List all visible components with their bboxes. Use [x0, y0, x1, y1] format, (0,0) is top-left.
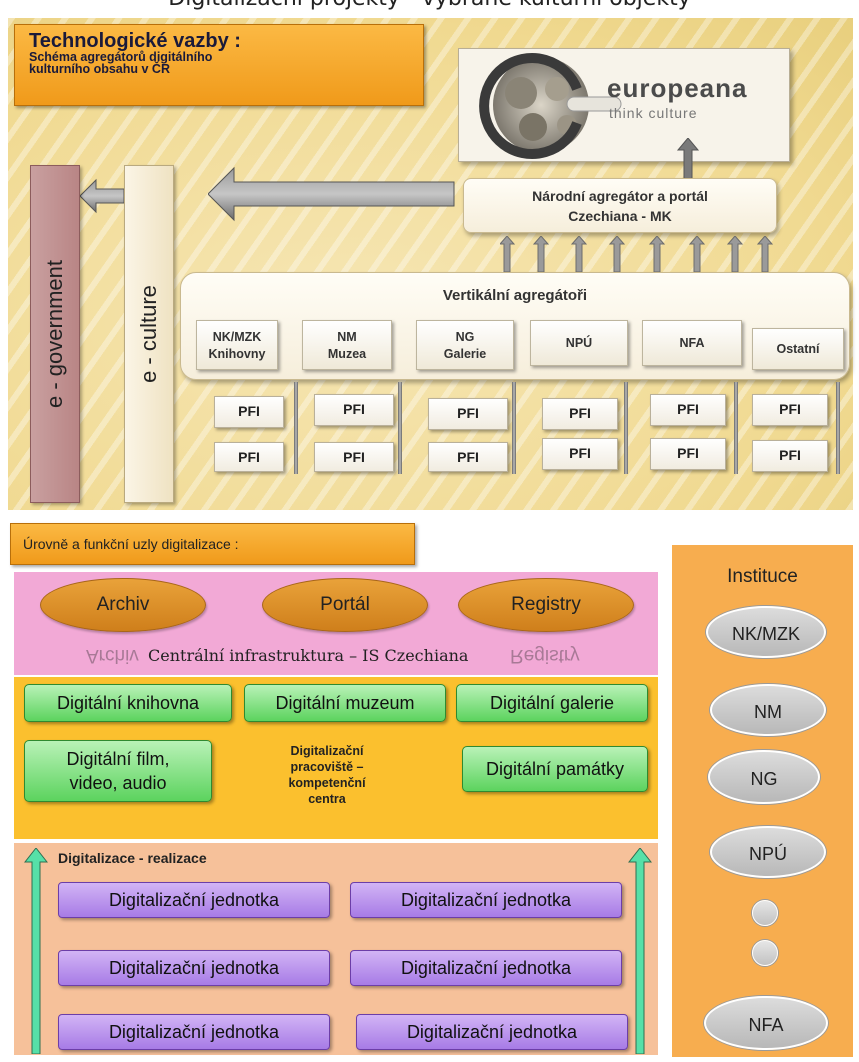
aggregator-npu-line1: NPÚ: [565, 336, 593, 350]
competence-line3: kompetenční: [288, 776, 366, 790]
institutions-title: Instituce: [727, 566, 798, 587]
aggregator-nm: NM Muzea: [302, 320, 392, 370]
vertical-aggregators-title: Vertikální agregátoři: [442, 287, 588, 304]
digital-gallery-box: Digitální galerie: [456, 684, 648, 722]
digitization-unit-box: Digitalizační jednotka: [356, 1014, 628, 1050]
digitization-unit-box: Digitalizační jednotka: [58, 882, 330, 918]
digitization-unit-box: Digitalizační jednotka: [58, 950, 330, 986]
pfi-box: PFI: [542, 438, 618, 470]
competence-centres-label: Digitalizační pracoviště – kompetenční c…: [252, 743, 402, 807]
national-aggregator-line1: Národní agregátor a portál: [532, 188, 708, 204]
europeana-tagline: think culture: [609, 105, 698, 121]
portal-oval: Portál: [262, 578, 428, 632]
aggregator-nk-mzk: NK/MZK Knihovny: [196, 320, 278, 370]
left-arrow-icon: [208, 166, 455, 222]
aggregator-ostatni-line1: Ostatní: [776, 342, 820, 356]
institution-npu: NPÚ: [710, 826, 826, 878]
digital-monuments-box: Digitální památky: [462, 746, 648, 792]
registry-reflection: Registry: [510, 645, 580, 666]
up-arrows-row-icon: [500, 236, 774, 272]
digitization-unit-box: Digitalizační jednotka: [58, 1014, 330, 1050]
digitization-unit-box: Digitalizační jednotka: [350, 950, 622, 986]
europeana-logo-box: europeana think culture: [458, 48, 790, 162]
institution-nfa: NFA: [704, 996, 828, 1050]
aggregator-ng-line2: Galerie: [443, 347, 487, 361]
green-up-arrow-right-icon: [628, 848, 652, 1054]
pfi-box: PFI: [428, 398, 508, 430]
archiv-oval: Archiv: [40, 578, 206, 632]
institution-nm: NM: [710, 684, 826, 736]
pfi-connector: [836, 382, 840, 474]
national-aggregator-line2: Czechiana - MK: [568, 208, 672, 224]
aggregator-nk-mzk-line1: NK/MZK: [212, 330, 262, 344]
competence-line4: centra: [308, 792, 346, 806]
ellipsis-dot: [752, 940, 778, 966]
institution-nk-mzk: NK/MZK: [706, 606, 826, 658]
e-culture-label: e - culture: [136, 285, 161, 383]
pfi-connector: [734, 382, 738, 474]
digital-library-box: Digitální knihovna: [24, 684, 232, 722]
digital-film-line1: Digitální film,: [66, 749, 170, 769]
pfi-box: PFI: [752, 440, 828, 472]
pfi-connector: [512, 382, 516, 474]
digital-museum-box: Digitální muzeum: [244, 684, 446, 722]
aggregator-npu: NPÚ: [530, 320, 628, 366]
competence-line1: Digitalizační: [290, 744, 364, 758]
aggregator-nfa: NFA: [642, 320, 742, 366]
digital-film-line2: video, audio: [69, 773, 167, 793]
europeana-logo-icon: [479, 53, 622, 159]
vertical-aggregators-box: Vertikální agregátoři: [180, 272, 850, 380]
pfi-connector: [398, 382, 402, 474]
pfi-box: PFI: [314, 394, 394, 426]
archiv-reflection: Archiv: [86, 645, 139, 666]
national-aggregator-box: Národní agregátor a portál Czechiana - M…: [463, 178, 777, 233]
e-government-bar: e - government: [30, 165, 80, 503]
schema-subtitle-line2: kulturního obsahu v ČR: [29, 62, 170, 76]
section-label: Úrovně a funkční uzly digitalizace :: [10, 523, 415, 565]
pfi-box: PFI: [542, 398, 618, 430]
page-title: Digitalizační projekty - vybrané kulturn…: [0, 0, 859, 11]
schema-title: Technologické vazby :: [29, 30, 241, 52]
pfi-connector: [294, 382, 298, 474]
schema-title-box: Technologické vazby : Schéma agregátorů …: [14, 24, 424, 106]
ellipsis-dot: [752, 900, 778, 926]
aggregator-nm-line1: NM: [337, 330, 357, 344]
europeana-word: europeana: [607, 73, 748, 103]
pfi-box: PFI: [650, 438, 726, 470]
realization-label: Digitalizace - realizace: [58, 850, 207, 866]
pfi-connector: [624, 382, 628, 474]
green-up-arrow-left-icon: [24, 848, 48, 1054]
aggregator-nfa-line1: NFA: [679, 336, 705, 350]
pfi-box: PFI: [428, 442, 508, 472]
digitization-unit-box: Digitalizační jednotka: [350, 882, 622, 918]
central-infrastructure-label: Centrální infrastruktura – IS Czechiana: [148, 646, 469, 665]
e-culture-bar: e - culture: [124, 165, 174, 503]
e-government-label: e - government: [42, 260, 67, 408]
competence-line2: pracoviště –: [290, 760, 364, 774]
aggregator-ostatni: Ostatní: [752, 328, 844, 370]
registry-oval: Registry: [458, 578, 634, 632]
pfi-box: PFI: [214, 396, 284, 428]
pfi-box: PFI: [752, 394, 828, 426]
digital-film-box: Digitální film, video, audio: [24, 740, 212, 802]
up-arrow-icon: [676, 138, 700, 182]
left-arrow-small-icon: [80, 178, 125, 214]
pfi-box: PFI: [214, 442, 284, 472]
institution-ng: NG: [708, 750, 820, 804]
aggregator-ng-line1: NG: [455, 330, 475, 344]
aggregator-nm-line2: Muzea: [327, 347, 367, 361]
schema-subtitle-line1: Schéma agregátorů digitálního: [29, 50, 213, 64]
aggregator-nk-mzk-line2: Knihovny: [208, 347, 266, 361]
aggregator-ng: NG Galerie: [416, 320, 514, 370]
pfi-box: PFI: [314, 442, 394, 472]
pfi-box: PFI: [650, 394, 726, 426]
